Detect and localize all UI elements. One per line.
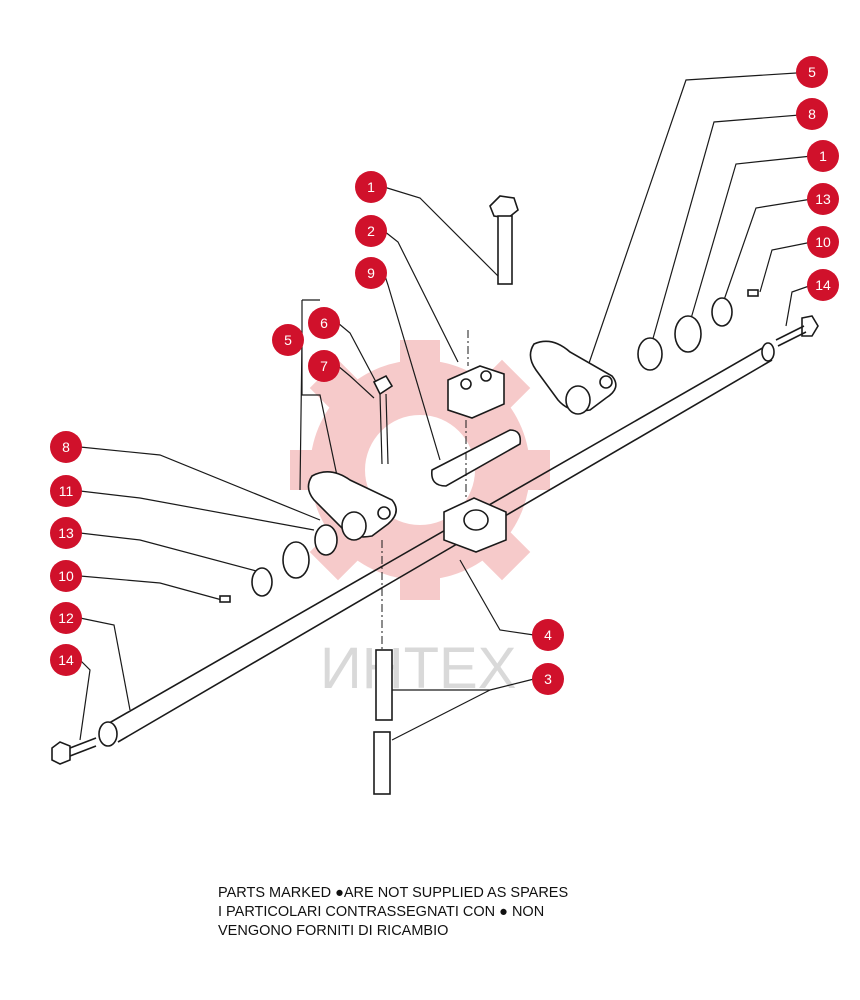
svg-text:4: 4 (544, 627, 552, 643)
shaft-support-lower (443, 497, 507, 553)
callout-10-left: 10 (50, 560, 82, 592)
callout-11: 11 (50, 475, 82, 507)
callout-8-left: 8 (50, 431, 82, 463)
spares-note: PARTS MARKED ●ARE NOT SUPPLIED AS SPARES… (218, 884, 568, 941)
svg-text:7: 7 (320, 358, 328, 374)
svg-text:14: 14 (58, 652, 74, 668)
bolt-right (775, 315, 819, 347)
svg-text:10: 10 (58, 568, 74, 584)
svg-text:6: 6 (320, 315, 328, 331)
svg-text:9: 9 (367, 265, 375, 281)
svg-text:3: 3 (544, 671, 552, 687)
svg-text:1: 1 (819, 148, 827, 164)
callout-5-left: 5 (272, 324, 304, 356)
pin-central (430, 429, 522, 487)
callout-8-right: 8 (796, 98, 828, 130)
callout-10-right: 10 (807, 226, 839, 258)
svg-text:12: 12 (58, 610, 74, 626)
pushrods (373, 649, 393, 795)
callout-13-left: 13 (50, 517, 82, 549)
callout-4: 4 (532, 619, 564, 651)
callout-12: 12 (50, 602, 82, 634)
bolt-upper (489, 195, 519, 285)
note-line-1: PARTS MARKED ●ARE NOT SUPPLIED AS SPARES (218, 885, 569, 901)
note-line-2: I PARTICOLARI CONTRASSEGNATI CON ● NON (218, 904, 545, 920)
svg-text:14: 14 (815, 277, 831, 293)
svg-text:10: 10 (815, 234, 831, 250)
callout-14-right: 14 (807, 269, 839, 301)
svg-text:8: 8 (808, 106, 816, 122)
svg-text:8: 8 (62, 439, 70, 455)
svg-text:1: 1 (367, 179, 375, 195)
adjuster-screw (372, 374, 394, 465)
bolt-left (51, 737, 97, 765)
callout-13-right: 13 (807, 183, 839, 215)
svg-text:13: 13 (58, 525, 74, 541)
note-line-3: VENGONO FORNITI DI RICAMBIO (218, 923, 449, 939)
callout-7: 7 (308, 350, 340, 382)
rocker-shaft-main (98, 342, 775, 747)
callout-1-right: 1 (807, 140, 839, 172)
svg-text:2: 2 (367, 223, 375, 239)
svg-text:5: 5 (284, 332, 292, 348)
rocker-arm-left (307, 471, 397, 541)
callout-14-left: 14 (50, 644, 82, 676)
callout-9: 9 (355, 257, 387, 289)
callout-1-top: 1 (355, 171, 387, 203)
alignment-lines (381, 330, 469, 650)
washers-left (219, 524, 338, 603)
callout-2: 2 (355, 215, 387, 247)
shaft-support-upper (447, 365, 505, 419)
svg-text:11: 11 (59, 483, 74, 499)
callout-5-right: 5 (796, 56, 828, 88)
rocker-arm-right (529, 340, 617, 415)
svg-text:13: 13 (815, 191, 831, 207)
callout-6: 6 (308, 307, 340, 339)
callout-3: 3 (532, 663, 564, 695)
washers-right (637, 289, 759, 371)
svg-text:5: 5 (808, 64, 816, 80)
